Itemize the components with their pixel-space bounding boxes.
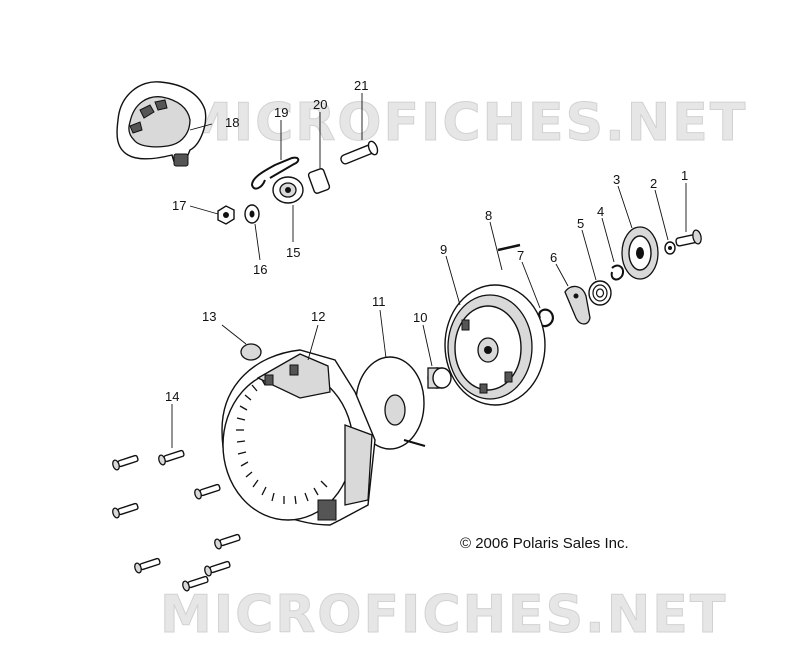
callout-9: 9 [440, 242, 447, 257]
callout-4: 4 [597, 204, 604, 219]
part-13-plug [240, 343, 262, 361]
part-15-pulley [272, 176, 304, 204]
part-20-bushing [307, 168, 331, 194]
callout-8: 8 [485, 208, 492, 223]
callout-7: 7 [517, 248, 524, 263]
part-3-plate [621, 226, 659, 280]
part-4-clip [610, 264, 624, 281]
callout-10: 10 [413, 310, 427, 325]
part-18-handle [116, 81, 207, 167]
callout-21: 21 [354, 78, 368, 93]
part-17-nut [217, 205, 235, 225]
part-14-screws [112, 449, 241, 592]
part-8-rope [497, 243, 521, 252]
callout-15: 15 [286, 245, 300, 260]
part-6-pawl [564, 285, 591, 325]
part-9-reel [444, 284, 546, 406]
part-5-spring [588, 280, 612, 306]
watermark-top: MICROFICHES.NET [180, 93, 747, 153]
callout-18: 18 [225, 115, 239, 130]
callout-20: 20 [313, 97, 327, 112]
callout-2: 2 [650, 176, 657, 191]
part-1-bolt [675, 229, 702, 247]
part-2-washer [664, 241, 676, 255]
callout-1: 1 [681, 168, 688, 183]
part-12-housing [221, 349, 376, 526]
part-16-washer [244, 204, 260, 224]
watermark-bottom: MICROFICHES.NET [160, 585, 727, 645]
callout-19: 19 [274, 105, 288, 120]
copyright-text: © 2006 Polaris Sales Inc. [460, 535, 629, 552]
callout-17: 17 [172, 198, 186, 213]
part-7-spring [538, 308, 554, 328]
callout-16: 16 [253, 262, 267, 277]
callout-3: 3 [613, 172, 620, 187]
callout-13: 13 [202, 309, 216, 324]
part-19-hook [250, 156, 300, 190]
callout-6: 6 [550, 250, 557, 265]
callout-12: 12 [311, 309, 325, 324]
part-21-pin [340, 140, 379, 165]
callout-14: 14 [165, 389, 179, 404]
part-10-bushing [427, 367, 452, 389]
callout-5: 5 [577, 216, 584, 231]
callout-11: 11 [372, 294, 386, 309]
